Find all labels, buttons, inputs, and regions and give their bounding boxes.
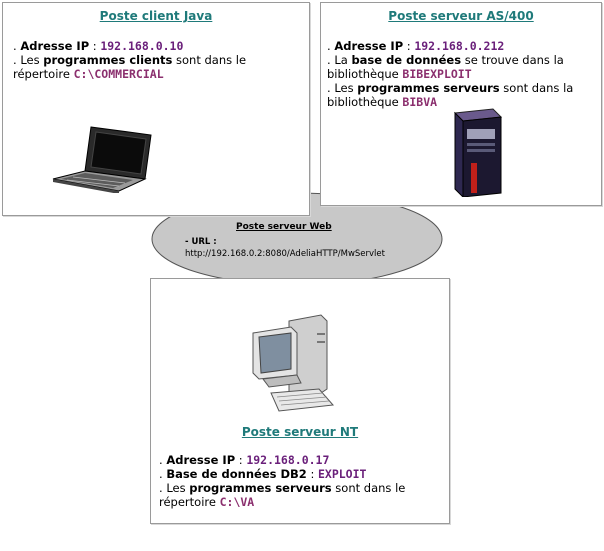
client-line2-bold: programmes clients [43, 53, 173, 67]
laptop-icon [52, 126, 152, 193]
as400-title: Poste serveur AS/400 [388, 9, 534, 23]
nt-line3-a: Les [166, 481, 190, 495]
client-line2-a: Les [20, 53, 44, 67]
client-ip-label: Adresse IP [20, 39, 90, 53]
as400-lib2: BIBVA [402, 95, 438, 109]
as400-line3-b: sont dans la bibliothèque [327, 81, 574, 109]
as400-line3-a: Les [334, 81, 358, 95]
as400-line3-bold: programmes serveurs [357, 81, 500, 95]
client-title: Poste client Java [99, 9, 213, 23]
nt-path: C:\VA [219, 495, 255, 509]
nt-title: Poste serveur NT [241, 425, 359, 439]
as400-line2-b: se trouve dans la bibliothèque [327, 53, 564, 81]
nt-programs-line: . Les programmes serveurs sont dans le r… [159, 481, 406, 509]
as400-line2-a: La [334, 53, 352, 67]
as400-info: . Adresse IP : 192.168.0.212 . La base d… [327, 39, 597, 109]
client-path: C:\COMMERCIAL [73, 67, 164, 81]
as400-db-line: . La base de données se trouve dans la b… [327, 53, 564, 81]
client-programs-line: . Les programmes clients sont dans le ré… [13, 53, 247, 81]
nt-db-label: Base de données DB2 [166, 467, 307, 481]
nt-ip-line: . Adresse IP : 192.168.0.17 [159, 453, 330, 467]
as400-server-icon [453, 108, 503, 197]
nt-line3-bold: programmes serveurs [189, 481, 332, 495]
web-url-label: - URL : [185, 237, 217, 247]
nt-ip-value: 192.168.0.17 [246, 453, 330, 467]
web-server-title: Poste serveur Web [236, 222, 332, 232]
as400-ip-line: . Adresse IP : 192.168.0.212 [327, 39, 505, 53]
client-ip-line: . Adresse IP : 192.168.0.10 [13, 39, 184, 53]
nt-server-box: Poste serveur NT . Adresse IP : 192.168.… [150, 278, 450, 524]
as400-programs-line: . Les programmes serveurs sont dans la b… [327, 81, 574, 109]
nt-db-value: EXPLOIT [317, 467, 367, 481]
nt-ip-label: Adresse IP [166, 453, 236, 467]
client-ip-value: 192.168.0.10 [100, 39, 184, 53]
client-info: . Adresse IP : 192.168.0.10 . Les progra… [13, 39, 303, 81]
nt-db-line: . Base de données DB2 : EXPLOIT [159, 467, 367, 481]
as400-lib1: BIBEXPLOIT [402, 67, 472, 81]
nt-info: . Adresse IP : 192.168.0.17 . Base de do… [159, 453, 443, 509]
as400-line2-bold: base de données [351, 53, 462, 67]
as400-box: Poste serveur AS/400 . Adresse IP : 192.… [320, 2, 602, 206]
nt-line3-b: sont dans le répertoire [159, 481, 406, 509]
client-java-box: Poste client Java . Adresse IP : 192.168… [2, 2, 310, 216]
web-server-info: - URL : http://192.168.0.2:8080/AdeliaHT… [185, 236, 385, 260]
as400-ip-value: 192.168.0.212 [414, 39, 505, 53]
desktop-computer-icon [252, 314, 335, 412]
client-line2-b: sont dans le répertoire [13, 53, 247, 81]
as400-ip-label: Adresse IP [334, 39, 404, 53]
web-url: http://192.168.0.2:8080/AdeliaHTTP/MwSer… [185, 249, 385, 259]
